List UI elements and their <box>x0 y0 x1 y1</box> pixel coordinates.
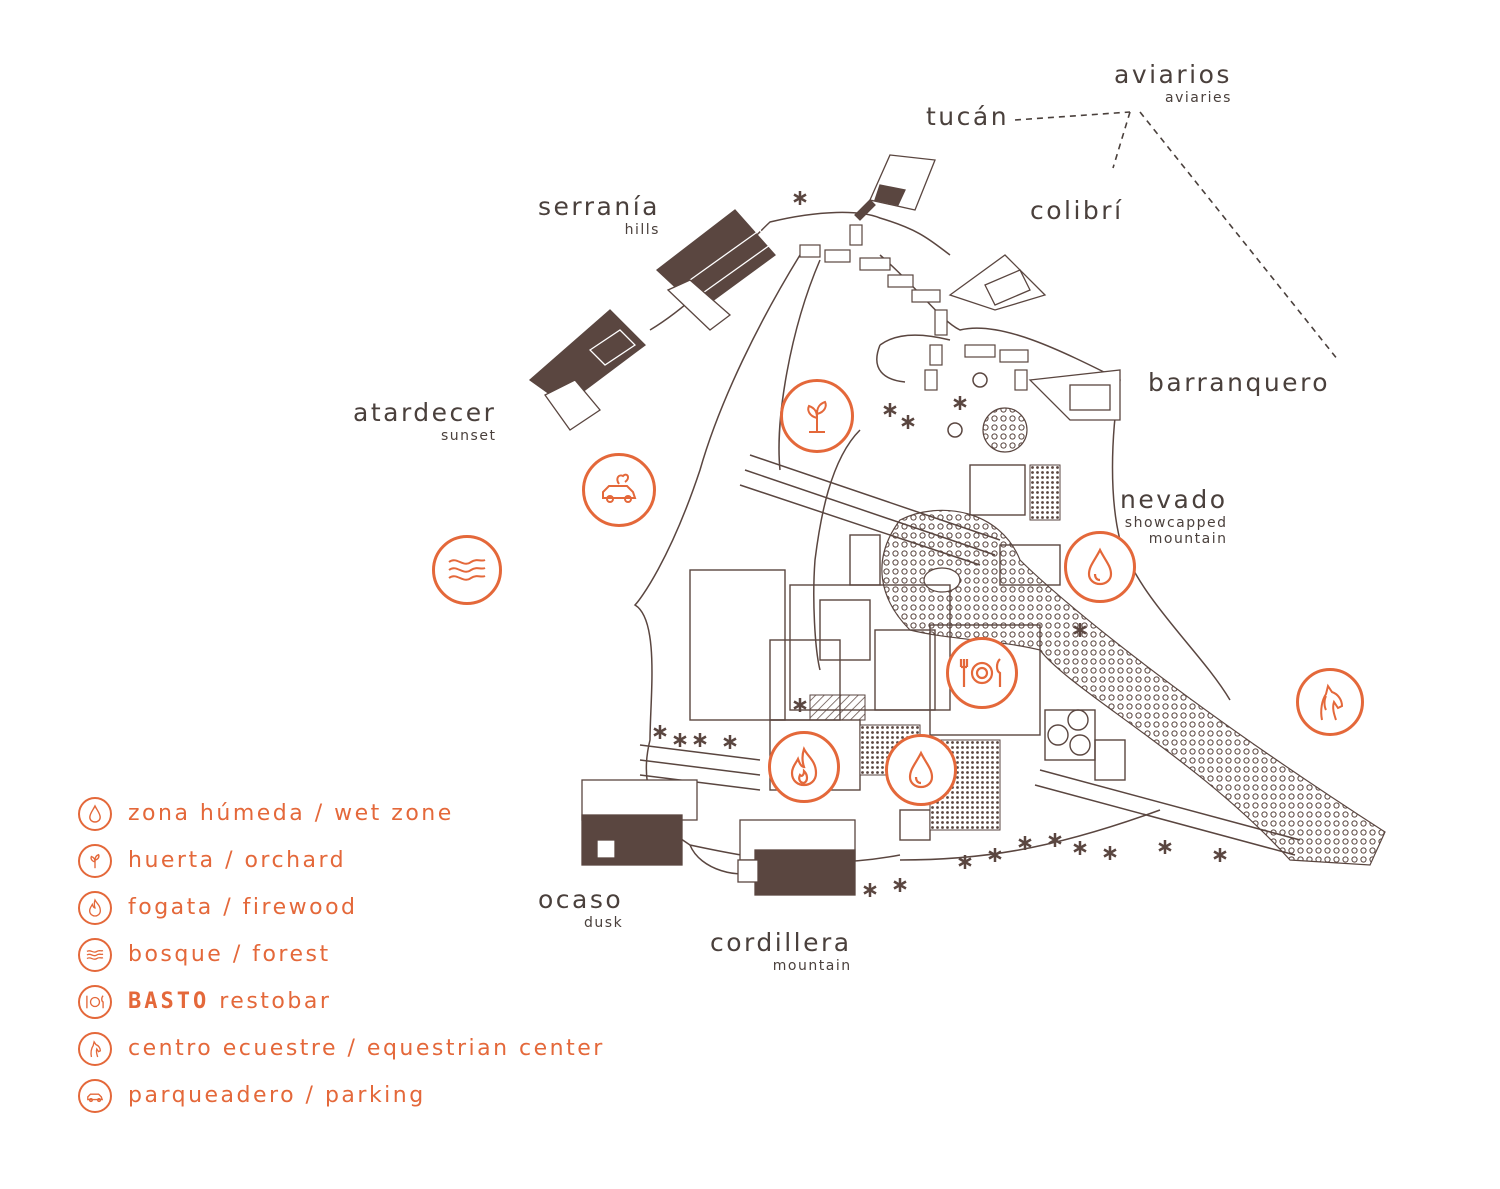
label-nevado-en-2: mountain <box>1148 531 1228 547</box>
hatched-block <box>809 694 866 721</box>
water-drop-icon <box>78 796 112 831</box>
label-colibri: colibrí <box>1030 198 1124 223</box>
label-colibri-name: colibrí <box>1030 196 1124 225</box>
label-serrania-name: serranía <box>538 192 660 221</box>
legend-item-firewood: fogata / firewood <box>78 884 605 931</box>
label-aviarios-name: aviarios <box>1114 60 1232 89</box>
legend-item-parking: parqueadero / parking <box>78 1072 605 1119</box>
central-buildings <box>689 464 1126 841</box>
map-icon-forest[interactable] <box>432 535 502 605</box>
map-icon-restobar[interactable] <box>946 637 1018 709</box>
cabin-serrania <box>655 209 776 331</box>
label-serrania-en: hills <box>624 222 660 238</box>
label-ocaso: ocaso dusk <box>538 887 623 930</box>
label-atardecer-en: sunset <box>441 428 497 444</box>
label-serrania: serranía hills <box>538 194 660 237</box>
sprout-icon <box>807 400 827 433</box>
label-cordillera: cordillera mountain <box>710 930 852 973</box>
legend-label: fogata / firewood <box>128 895 358 920</box>
label-tucan-name: tucán <box>926 102 1010 131</box>
label-barranquero-name: barranquero <box>1148 368 1331 397</box>
label-atardecer: atardecer sunset <box>353 400 496 443</box>
label-nevado-en-1: showcapped <box>1124 515 1228 531</box>
legend-item-equestrian: centro ecuestre / equestrian center <box>78 1025 605 1072</box>
plate-cutlery-icon <box>78 984 112 1019</box>
legend-item-orchard: huerta / orchard <box>78 837 605 884</box>
cabin-ocaso <box>581 779 698 866</box>
legend-label: huerta / orchard <box>128 848 347 873</box>
patterned-block <box>1029 464 1061 521</box>
restobar-text: restobar <box>219 989 332 1014</box>
sprout-icon <box>78 843 112 878</box>
legend-item-wet-zone: zona húmeda / wet zone <box>78 790 605 837</box>
legend-label: zona húmeda / wet zone <box>128 801 454 826</box>
cabin-barranquero <box>1028 369 1121 421</box>
label-ocaso-name: ocaso <box>538 885 624 914</box>
paving-stones <box>799 224 1029 391</box>
map-icon-fire[interactable] <box>768 731 840 803</box>
legend-item-forest: bosque / forest <box>78 931 605 978</box>
label-ocaso-en: dusk <box>584 915 624 931</box>
map-icon-equestrian[interactable] <box>1296 668 1364 736</box>
horse-icon <box>1320 683 1344 721</box>
label-tucan: tucán <box>926 104 1009 129</box>
label-atardecer-name: atardecer <box>353 398 497 427</box>
label-nevado-name: nevado <box>1120 485 1228 514</box>
label-cordillera-en: mountain <box>772 958 852 974</box>
water-drop-icon <box>908 750 934 789</box>
trees <box>652 189 1228 899</box>
waves-icon <box>448 559 486 581</box>
horse-icon <box>78 1031 112 1066</box>
water-drop-icon <box>1087 547 1113 586</box>
basto-brand: BASTO <box>128 989 210 1014</box>
cabin-atardecer <box>528 309 646 431</box>
map-icon-parking[interactable] <box>582 453 656 527</box>
legend-label: parqueadero / parking <box>128 1083 426 1108</box>
waves-icon <box>78 937 112 972</box>
legend-label: bosque / forest <box>128 942 331 967</box>
label-barranquero: barranquero <box>1148 370 1330 395</box>
cabin-cordillera <box>737 819 856 896</box>
label-cordillera-name: cordillera <box>710 928 852 957</box>
cabins <box>528 154 1121 896</box>
label-aviarios-en: aviaries <box>1165 90 1232 106</box>
cabin-colibri <box>948 254 1047 311</box>
car-icon <box>78 1078 112 1113</box>
legend-item-restobar: BASTO restobar <box>78 978 605 1025</box>
label-aviarios: aviarios aviaries <box>1114 62 1232 105</box>
plate-cutlery-icon <box>959 658 1002 687</box>
aviary-connector-lines <box>1014 111 1339 361</box>
label-nevado: nevado showcapped mountain <box>1120 487 1228 546</box>
car-icon <box>602 473 637 503</box>
map-icon-wetzone-2[interactable] <box>885 734 957 806</box>
cabin-tucan <box>854 154 936 221</box>
map-icon-wetzone-1[interactable] <box>1064 531 1136 603</box>
legend-label: centro ecuestre / equestrian center <box>128 1036 605 1061</box>
map-icon-orchard[interactable] <box>780 379 854 453</box>
map-legend: zona húmeda / wet zone huerta / orchard … <box>78 790 605 1119</box>
legend-label: BASTO restobar <box>128 989 331 1014</box>
flame-icon <box>790 746 818 787</box>
flame-icon <box>78 890 112 925</box>
